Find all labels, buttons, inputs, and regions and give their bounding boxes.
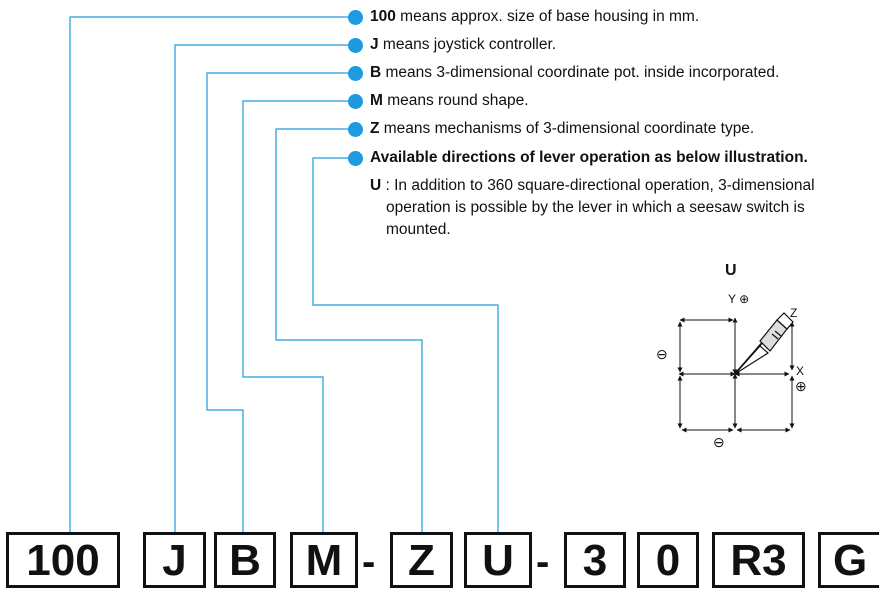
code-box-m: M (290, 532, 358, 588)
x-plus-label: ⊕ (795, 378, 807, 394)
bullet-dot (348, 122, 363, 137)
code-box-b: B (214, 532, 276, 588)
bullet-dot (348, 38, 363, 53)
separator-dash: - (536, 540, 550, 584)
description-pot: B means 3-dimensional coordinate pot. in… (370, 64, 780, 81)
bullet-dot (348, 94, 363, 109)
leader-line-u (312, 157, 499, 532)
leader-line-m (242, 100, 355, 532)
u-note-line3: mounted. (386, 221, 451, 238)
description-directions: Available directions of lever operation … (370, 149, 808, 166)
code-box-100: 100 (6, 532, 120, 588)
code-box-z: Z (390, 532, 453, 588)
u-note-line2: operation is possible by the lever in wh… (386, 199, 805, 216)
description-shape: M means round shape. (370, 92, 529, 109)
code-box-r3: R3 (712, 532, 805, 588)
separator-dash: - (362, 540, 376, 584)
illustration-title: U (725, 262, 737, 279)
bottom-minus-label: ⊖ (713, 434, 725, 450)
bullet-dot (348, 66, 363, 81)
code-box-3: 3 (564, 532, 626, 588)
z-axis-label: Z (790, 306, 798, 320)
leader-line-z (275, 128, 423, 532)
y-axis-label: Y ⊕ (728, 292, 750, 306)
left-minus-label: ⊖ (656, 346, 668, 362)
lever-icon (734, 312, 794, 375)
code-box-0: 0 (637, 532, 699, 588)
x-axis-label: X (796, 364, 805, 378)
bullet-dot (348, 151, 363, 166)
code-box-g: G (818, 532, 879, 588)
leader-line-100 (69, 16, 355, 532)
code-box-j: J (143, 532, 206, 588)
leader-line-j (174, 44, 355, 532)
bullet-dot (348, 10, 363, 25)
description-joystick: J means joystick controller. (370, 36, 557, 53)
description-size: 100 means approx. size of base housing i… (370, 8, 700, 25)
description-mechanism: Z means mechanisms of 3-dimensional coor… (370, 120, 755, 137)
leader-line-b2 (206, 72, 355, 532)
u-note: U : In addition to 360 square-directiona… (370, 177, 815, 194)
code-box-u: U (464, 532, 532, 588)
